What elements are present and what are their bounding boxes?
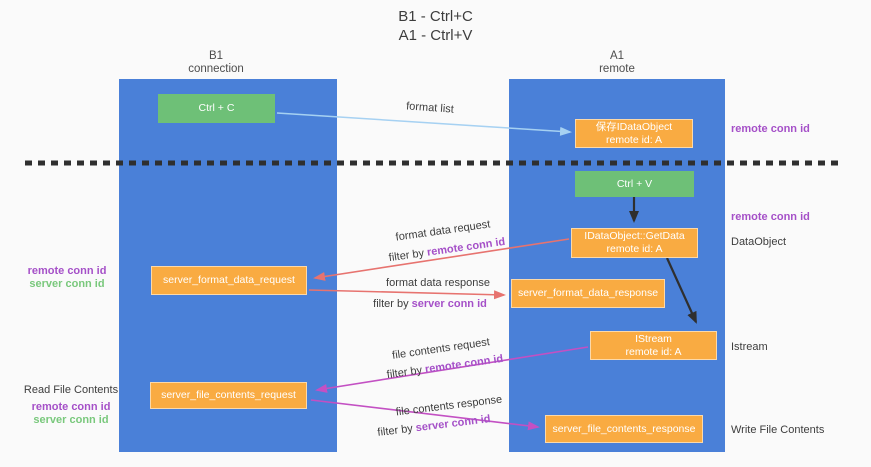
filter-by-text: filter by bbox=[386, 363, 426, 382]
node-save-idataobject-line1: 保存IDataObject bbox=[595, 120, 673, 133]
node-server-format-data-request: server_format_data_request bbox=[151, 266, 307, 295]
node-getdata-line1: IDataObject::GetData bbox=[584, 230, 685, 242]
filter-by-text: filter by bbox=[376, 422, 417, 439]
node-save-idataobject: 保存IDataObject remote id: A bbox=[575, 119, 693, 148]
edge-label-filter-server-2: filter by server conn id bbox=[377, 413, 491, 439]
node-server-format-data-response: server_format_data_response bbox=[511, 279, 665, 308]
left-label-conn-ids-mid: remote conn id server conn id bbox=[12, 265, 122, 291]
left-remote-conn-id: remote conn id bbox=[27, 265, 107, 277]
left-server-conn-id-2: server conn id bbox=[33, 414, 109, 426]
filter-by-text: filter by bbox=[373, 298, 412, 310]
filter-by-text: filter by bbox=[388, 246, 428, 265]
edge-label-filter-server-1: filter by server conn id bbox=[373, 298, 487, 310]
server-conn-id-text: server conn id bbox=[411, 298, 487, 310]
node-idataobject-getdata: IDataObject::GetData remote id: A bbox=[571, 228, 698, 258]
left-server-conn-id: server conn id bbox=[29, 278, 105, 290]
server-conn-id-text: server conn id bbox=[415, 413, 492, 435]
node-save-idataobject-line2: remote id: A bbox=[605, 133, 663, 146]
node-server-file-contents-request: server_file_contents_request bbox=[150, 382, 307, 409]
node-ctrl-c: Ctrl + C bbox=[158, 94, 275, 123]
node-ctrl-c-label: Ctrl + C bbox=[198, 102, 235, 114]
right-label-remote-conn-id-2: remote conn id bbox=[731, 211, 810, 223]
node-file-response-label: server_file_contents_response bbox=[552, 422, 696, 435]
lane-header-b1: B1 connection bbox=[110, 50, 322, 76]
left-label-read-file-contents-block: Read File Contents remote conn id server… bbox=[16, 384, 126, 427]
lane-header-a1: A1 remote bbox=[511, 50, 723, 76]
left-remote-conn-id-2: remote conn id bbox=[31, 401, 111, 413]
title-line-2: A1 - Ctrl+V bbox=[398, 27, 473, 44]
lane-a1-name: A1 bbox=[609, 50, 625, 62]
right-label-remote-conn-id-1: remote conn id bbox=[731, 123, 810, 135]
node-format-response-label: server_format_data_response bbox=[517, 287, 659, 299]
remote-conn-id-text: remote conn id bbox=[426, 235, 506, 259]
node-format-request-label: server_format_data_request bbox=[163, 274, 295, 286]
node-server-file-contents-response: server_file_contents_response bbox=[545, 415, 703, 443]
right-label-dataobject: DataObject bbox=[731, 236, 787, 248]
node-ctrl-v: Ctrl + V bbox=[575, 171, 694, 197]
format-data-response-arrow bbox=[308, 289, 506, 300]
edge-label-format-list: format list bbox=[405, 100, 455, 116]
lane-a1-subtitle: remote bbox=[599, 63, 635, 75]
right-label-istream: Istream bbox=[731, 341, 768, 353]
node-getdata-line2: remote id: A bbox=[606, 243, 663, 255]
lane-b1-name: B1 bbox=[208, 50, 224, 62]
title-line-1: B1 - Ctrl+C bbox=[398, 8, 473, 25]
lane-b1-subtitle: connection bbox=[188, 63, 244, 75]
node-istream-line2: remote id: A bbox=[625, 345, 682, 358]
remote-conn-id-text: remote conn id bbox=[424, 352, 504, 376]
edge-label-format-data-response: format data response bbox=[386, 277, 490, 289]
diagram-title: B1 - Ctrl+C A1 - Ctrl+V bbox=[0, 7, 871, 45]
left-read-file-contents: Read File Contents bbox=[23, 384, 119, 396]
node-ctrl-v-label: Ctrl + V bbox=[616, 177, 653, 190]
node-file-request-label: server_file_contents_request bbox=[161, 389, 296, 401]
node-istream: IStream remote id: A bbox=[590, 331, 717, 360]
right-label-write-file-contents: Write File Contents bbox=[731, 424, 825, 436]
node-istream-line1: IStream bbox=[635, 332, 672, 345]
